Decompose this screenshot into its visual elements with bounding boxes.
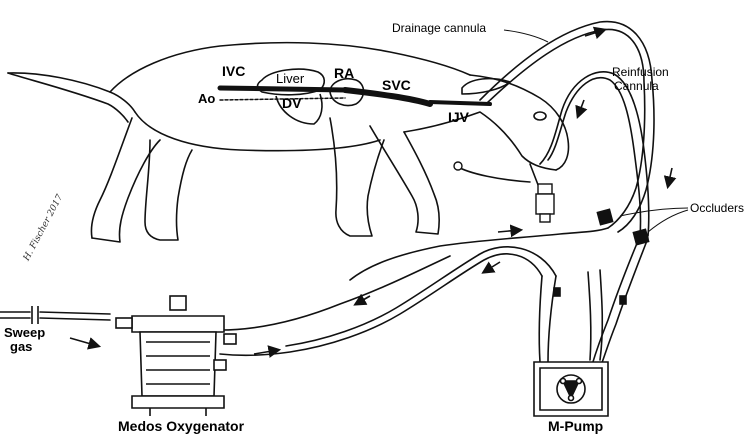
occluder-2 [632, 228, 650, 246]
label-gas: gas [10, 339, 33, 354]
pump-drawing [533, 287, 627, 417]
dv-shape [275, 93, 323, 125]
occluder-1 [596, 208, 614, 226]
label-liver: Liver [276, 71, 305, 86]
svc-vessel [342, 87, 433, 107]
sweep-connector [31, 306, 39, 324]
ijv-vessel [428, 100, 492, 106]
label-ra: RA [334, 65, 355, 81]
label-ivc: IVC [222, 63, 246, 79]
oxygenator-drawing [115, 295, 237, 416]
label-dv: DV [282, 95, 302, 111]
lamb-outline [7, 41, 570, 243]
label-pump: M-Pump [548, 418, 604, 434]
label-drainage-cannula: Drainage cannula [392, 21, 487, 35]
aorta-vessel [219, 97, 346, 101]
label-sweep: Sweep [4, 325, 46, 340]
label-reinfusion: Reinfusion [612, 65, 669, 79]
label-svc: SVC [382, 77, 411, 93]
circuit-tubing [0, 20, 655, 369]
label-ao: Ao [198, 91, 216, 106]
label-occluders: Occluders [690, 201, 745, 215]
occluders [596, 208, 650, 246]
vessels [217, 85, 492, 107]
label-oxygenator: Medos Oxygenator [118, 418, 245, 434]
flow-arrows [69, 26, 677, 358]
ivc-vessel [217, 85, 348, 93]
neck-cannula-hub [453, 161, 555, 223]
label-cannula: Cannula [614, 79, 659, 93]
label-ijv: IJV [448, 109, 470, 125]
